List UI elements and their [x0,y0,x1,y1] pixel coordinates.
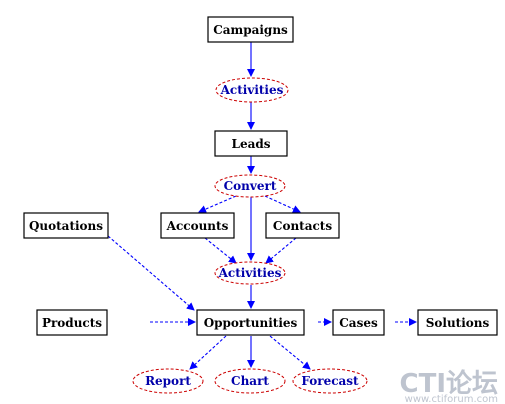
node-quotations-label: Quotations [29,219,103,233]
node-solutions-label: Solutions [426,316,490,330]
node-opportunities: Opportunities [196,309,305,336]
node-products: Products [36,309,108,336]
node-leads-label: Leads [232,137,271,151]
node-campaigns-label: Campaigns [213,23,288,37]
node-solutions: Solutions [417,309,498,336]
node-convert: Convert [214,174,286,198]
node-chart: Chart [214,368,286,394]
node-forecast: Forecast [292,368,368,394]
edge-contacts-to-activities [265,237,297,264]
node-quotations: Quotations [23,212,109,239]
node-report-label: Report [145,374,191,388]
node-cases: Cases [332,309,385,336]
edge-quotations-to-opportunities [107,235,195,311]
node-chart-label: Chart [231,374,269,388]
edge-opportunities-to-report [189,335,227,370]
node-report: Report [132,368,204,394]
node-activities-mid: Activities [214,261,286,285]
node-accounts-label: Accounts [166,219,229,233]
node-convert-label: Convert [224,179,277,193]
node-campaigns: Campaigns [207,16,294,43]
node-forecast-label: Forecast [301,374,359,388]
node-contacts: Contacts [265,212,340,239]
edge-convert-to-accounts [198,195,237,213]
node-products-label: Products [42,316,102,330]
watermark-brand: CTI论坛 [400,369,499,399]
edge-accounts-to-activities [204,237,237,264]
node-activities-top: Activities [215,77,289,103]
node-activities-mid-label: Activities [218,266,282,280]
node-opportunities-label: Opportunities [204,316,298,330]
node-activities-top-label: Activities [220,83,284,97]
node-leads: Leads [214,130,288,157]
edges [107,42,417,370]
ctiforum-watermark-logo: CTI论坛 www.ctiforum.com [400,369,499,404]
node-contacts-label: Contacts [273,219,332,233]
node-accounts: Accounts [160,212,235,239]
node-cases-label: Cases [339,316,378,330]
watermark-url: www.ctiforum.com [405,394,498,404]
edge-opportunities-to-forecast [269,335,311,370]
edge-convert-to-contacts [264,195,301,213]
